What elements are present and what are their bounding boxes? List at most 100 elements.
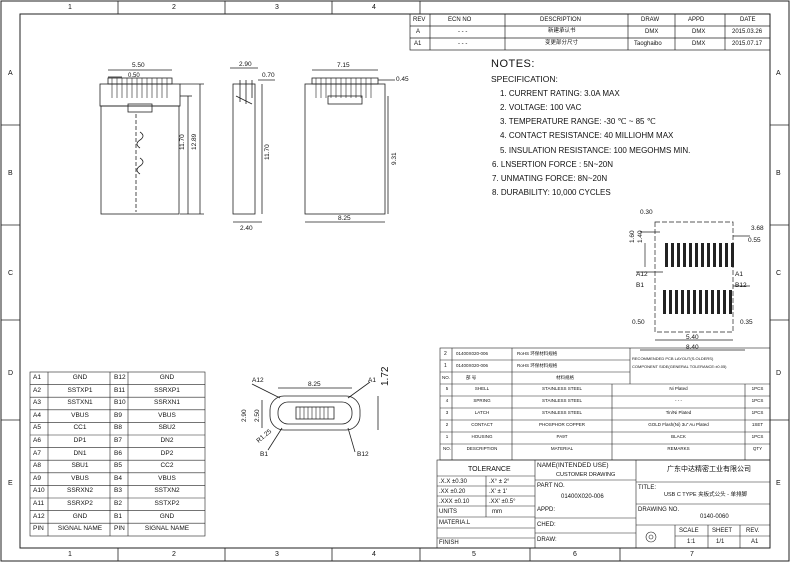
pin-table-cell: SSTXP2: [154, 500, 180, 507]
bom-rev-desc: RoHS 环保材料规格: [517, 363, 558, 368]
pin-table-cell: B7: [114, 437, 122, 444]
dim-label: 0.45: [396, 76, 409, 83]
spec-item: 7. UNMATING FORCE: 8N~20N: [492, 174, 608, 183]
drawing-no-label: DRAWING NO.: [638, 507, 680, 513]
bom-cell-no: 4: [445, 398, 449, 403]
bom-cell-name: CONTACT: [471, 422, 493, 427]
zone-letter: B: [776, 170, 781, 177]
side-view: [230, 67, 275, 223]
pin-table-cell: A12: [33, 512, 45, 520]
pin-table-cell: A9: [33, 474, 41, 482]
pin-table-cell: B3: [114, 487, 122, 495]
rev-row-rev: A: [416, 29, 421, 35]
pin-table-cell: A1: [33, 374, 41, 381]
pin-table-cell: PIN: [114, 525, 125, 533]
pin-table-cell: B2: [114, 500, 122, 507]
rev-header-draw: DRAW: [641, 17, 660, 23]
back-view: [304, 69, 395, 223]
rev-row-date: 2015.03.26: [732, 29, 763, 35]
bom-header-no: NO.: [442, 375, 451, 380]
pin-table-cell: SSRXP2: [67, 500, 93, 507]
bom-cell-mat: MATERIAL: [550, 446, 574, 451]
dim-label: 0.55: [748, 237, 761, 244]
bom-cell-finish: - - -: [675, 398, 682, 403]
tol-linear: .XXX ±0.10: [439, 499, 470, 505]
bom-cell-no: 1: [445, 434, 449, 439]
rev-row-desc: 新建承认书: [548, 28, 576, 34]
end-pin-label: A1: [368, 377, 376, 384]
drawing-no: 0140-0060: [700, 514, 729, 520]
pin-table-cell: SIGNAL NAME: [57, 525, 103, 533]
scale-label: SCALE: [679, 528, 699, 534]
bom-cell-mat: STAINLESS STEEL: [542, 386, 582, 391]
bom-rev-part: 01400X020-006: [456, 363, 489, 368]
zone-number: 6: [573, 551, 577, 558]
rev-row-desc: 变更部分尺寸: [545, 40, 579, 46]
zone-number: 1: [68, 551, 72, 558]
dim-label: 5.50: [132, 62, 145, 69]
pin-table-cell: GND: [159, 374, 175, 381]
pin-table-cell: DN1: [73, 449, 87, 457]
scale-value: 1:1: [687, 539, 696, 545]
rev-row-draw: Taoghaibo: [634, 41, 662, 47]
dim-label: 9.31: [391, 152, 398, 165]
bom-cell-finish: REMARKS: [667, 446, 690, 451]
dim-label: 2.50: [254, 409, 261, 422]
zone-number: 2: [172, 4, 176, 11]
bom-header-desc: 材料规格: [556, 375, 574, 380]
pin-table-cell: GND: [72, 512, 88, 520]
bom-cell-name: HOUSING: [471, 434, 493, 439]
dim-label: 2.90: [239, 61, 252, 68]
pin-table-cell: SSRXN1: [153, 399, 180, 407]
spec-item: 5. INSULATION RESISTANCE: 100 MEGOHMS MI…: [500, 146, 691, 155]
pin-table-cell: B9: [114, 411, 122, 419]
pcb-pin-label: A12: [636, 271, 648, 278]
pin-table-cell: B6: [114, 449, 122, 457]
tol-angular: .XX' ±0.5°: [489, 499, 516, 505]
bom-cell-qty: 1SET: [751, 422, 764, 427]
bom-header-part: 部 号: [466, 375, 477, 380]
ched-label: CHED:: [537, 522, 556, 528]
pin-table-cell: B5: [114, 462, 122, 470]
bom-cell-finish: Tin/Ni Plated: [665, 410, 692, 415]
tolerance-label: TOLERANCE: [468, 466, 511, 473]
end-pin-label: A12: [252, 377, 264, 384]
bom-cell-finish: GOLD Flash(Ni) 3u" Au Plated: [648, 422, 709, 427]
sheet-value: 1/1: [716, 539, 725, 545]
dim-label: 0.70: [262, 72, 275, 79]
zone-letter: D: [776, 370, 782, 377]
dim-label: 5.40: [686, 334, 699, 341]
tol-angular: .X° ± 2°: [489, 479, 510, 485]
pcb-layout: [636, 221, 750, 351]
rev-row-draw: DMX: [645, 29, 659, 35]
pin-table-cell: B1: [114, 512, 122, 520]
zone-letter: B: [8, 170, 13, 177]
dim-label: 8.25: [338, 215, 351, 222]
draw-label: DRAW:: [537, 537, 557, 543]
dim-label: 8.40: [686, 344, 699, 351]
pin-table-cell: A7: [33, 449, 41, 457]
pin-table-cell: B12: [114, 374, 126, 381]
bom-cell-mat: PHOSPHOR COPPER: [538, 422, 585, 427]
bom-rev-no: 1: [444, 363, 447, 369]
zone-letter: C: [8, 270, 14, 277]
bom-cell-no: NO.: [443, 446, 452, 451]
dim-label: 1.60: [629, 230, 636, 243]
bom-cell-finish: Ni Plated: [669, 386, 688, 391]
zone-letter: A: [8, 70, 13, 77]
zone-letter: E: [776, 480, 781, 487]
pin-table-cell: A8: [33, 462, 41, 470]
pin-table-cell: B10: [114, 399, 126, 407]
spec-title: SPECIFICATION:: [491, 74, 558, 84]
dim-label: 1.40: [637, 230, 644, 243]
tol-linear: .X.X ±0.30: [439, 479, 467, 485]
pin-table-cell: B8: [114, 424, 122, 432]
pin-table-cell: A2: [33, 386, 41, 394]
bom-cell-finish: BLACK: [671, 434, 686, 439]
bom-cell-name: LATCH: [474, 410, 490, 415]
zone-letter: E: [8, 480, 13, 487]
zone-number: 4: [372, 4, 376, 11]
pin-table-cell: DP1: [73, 437, 87, 444]
rev-row-ecn: - - -: [458, 29, 468, 35]
